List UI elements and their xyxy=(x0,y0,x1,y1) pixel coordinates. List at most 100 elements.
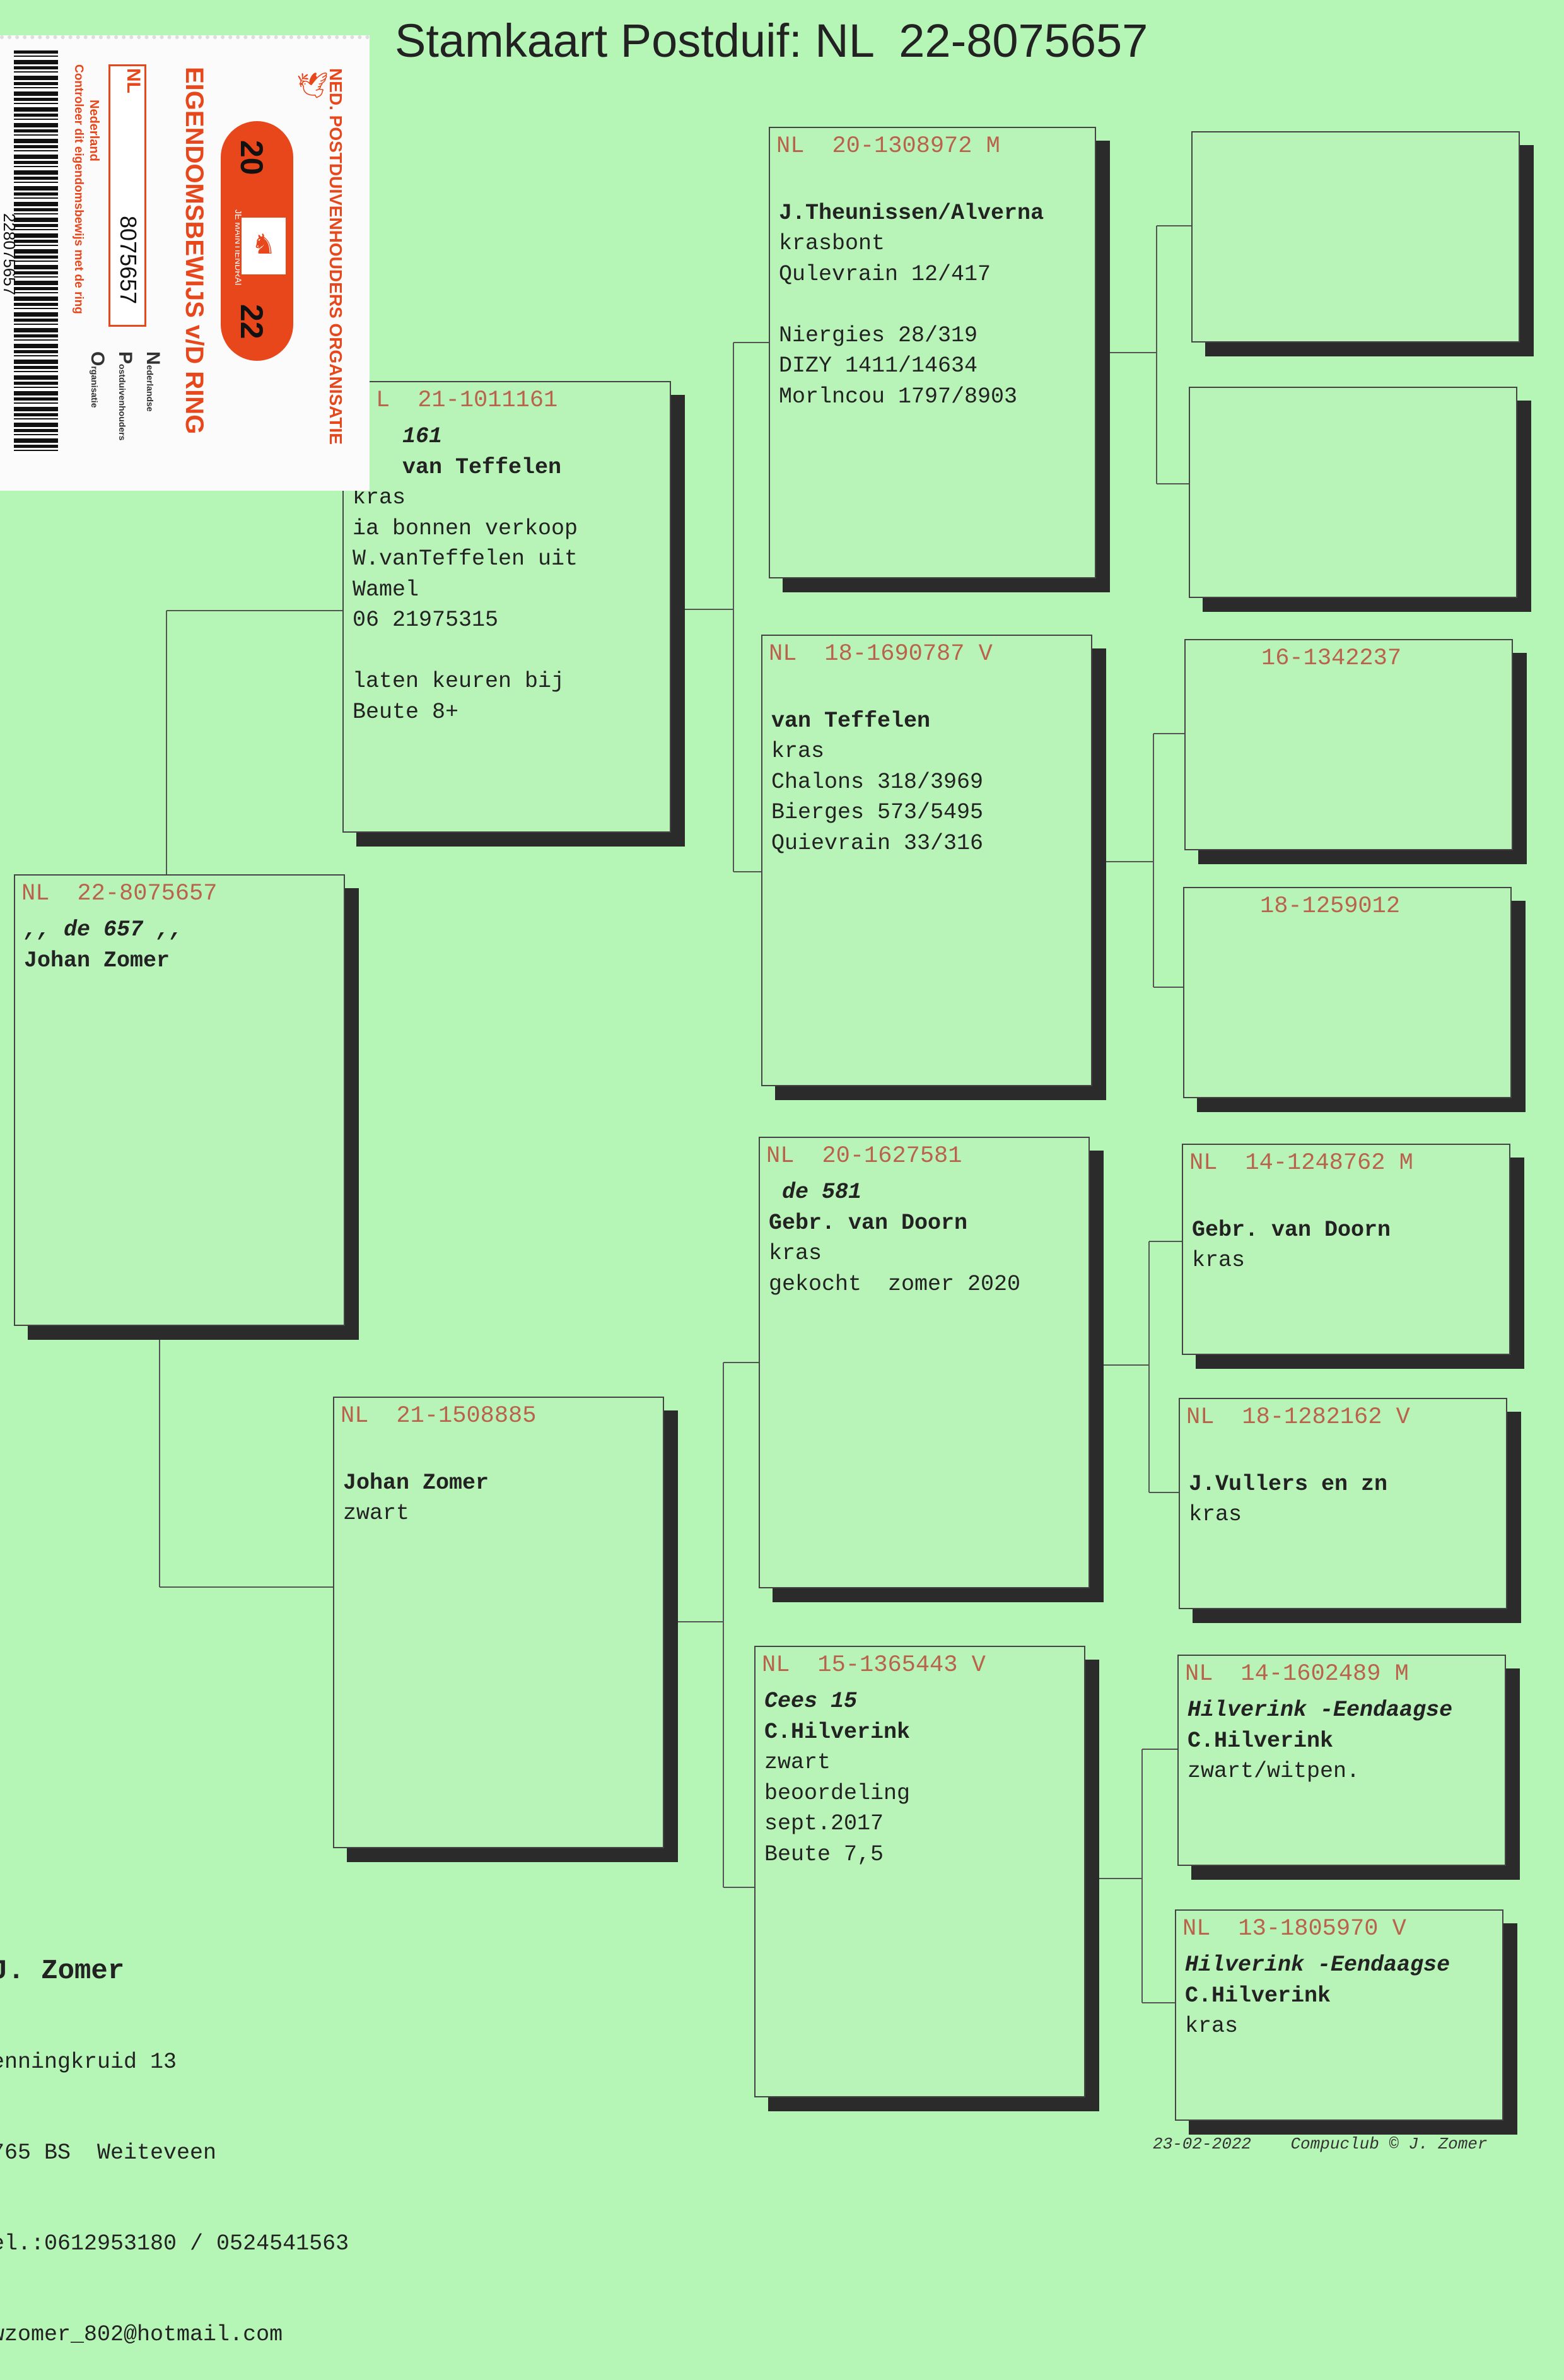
barcode xyxy=(14,50,58,454)
certificate-title: EIGENDOMSBEWIJS v/D RING xyxy=(180,67,208,435)
ring-number: 21-1011161 xyxy=(417,387,558,414)
country-code: L xyxy=(376,387,390,414)
detail-line: kras xyxy=(769,1241,822,1266)
ring-number: 14-1248762 M xyxy=(1245,1150,1413,1176)
detail-line: kras xyxy=(1192,1248,1246,1273)
ring-number: 8075657 xyxy=(115,216,141,305)
ring-number: 18-1259012 xyxy=(1260,893,1401,920)
detail-line: sept.2017 xyxy=(764,1811,884,1836)
country-code: NL xyxy=(1186,1404,1215,1431)
npo-logo: Nederlandse Postduivenhouders Organisati… xyxy=(87,351,163,441)
detail-line xyxy=(779,290,1044,320)
owner-name: J. Zomer xyxy=(0,1955,125,1987)
owner-email: wzomer_802@hotmail.com xyxy=(0,2322,283,2347)
pigeon-card-sss[interactable] xyxy=(1191,131,1520,343)
pigeon-details: J.Vullers en zn kras xyxy=(1189,1438,1387,1530)
detail-line xyxy=(353,636,578,667)
detail-line: Johan Zomer xyxy=(24,947,170,973)
country-code: NL xyxy=(341,1403,369,1429)
ring-number: 18-1690787 V xyxy=(824,641,993,667)
print-date: 23-02-2022 xyxy=(1153,2135,1252,2154)
detail-line: C.Hilverink xyxy=(764,1719,911,1745)
owner-street: enningkruid 13 xyxy=(0,2049,177,2075)
detail-line xyxy=(1192,1184,1391,1215)
ring-header: NL 15-1365443 V xyxy=(762,1652,986,1679)
detail-line: J.Vullers en zn xyxy=(1189,1471,1388,1497)
detail-line: zwart/witpen. xyxy=(1188,1759,1360,1784)
check-text: Controleer dit eigendomsbewijs met de ri… xyxy=(72,64,85,314)
owner-address: J. Zomer enningkruid 13 765 BS Weiteveen… xyxy=(0,1896,349,2380)
country-code: NL xyxy=(21,881,50,907)
detail-line: ia bonnen verkoop xyxy=(353,515,578,541)
detail-line: DIZY 1411/14634 xyxy=(779,353,978,378)
year-start: 20 xyxy=(234,140,269,175)
detail-line xyxy=(1189,1438,1387,1469)
detail-line: Bierges 573/5495 xyxy=(771,800,984,825)
detail-line: W.vanTeffelen uit xyxy=(353,546,578,572)
ring-field xyxy=(108,64,146,327)
detail-line: Qulevrain 12/417 xyxy=(779,261,991,287)
detail-line: J.Theunissen/Alverna xyxy=(779,200,1044,226)
ring-header xyxy=(1196,393,1266,419)
barcode-number: 228075657 xyxy=(0,213,19,296)
organisation-name: NED. POSTDUIVENHOUDERS ORGANISATIE xyxy=(326,68,346,445)
detail-line xyxy=(779,167,1044,198)
year-end: 22 xyxy=(234,304,269,339)
detail-line: laten keuren bij xyxy=(353,669,565,694)
detail-line: gekocht zomer 2020 xyxy=(769,1271,1021,1297)
detail-line: zwart xyxy=(764,1750,831,1775)
pigeon-card-ssd[interactable] xyxy=(1189,387,1517,598)
detail-line: kras xyxy=(771,739,825,764)
footer: 23-02-2022 Compuclub © J. Zomer xyxy=(1153,2135,1488,2154)
detail-line: Johan Zomer xyxy=(343,1470,489,1496)
ring-number: 15-1365443 V xyxy=(817,1652,986,1679)
detail-line: krasbont xyxy=(779,231,885,256)
country-code: NL xyxy=(762,1652,790,1679)
detail-line: Cees 15 xyxy=(764,1689,858,1714)
detail-line xyxy=(343,1437,489,1468)
detail-line: Beute 7,5 xyxy=(764,1841,884,1867)
detail-line: Hilverink -Eendaagse xyxy=(1188,1697,1453,1723)
pigeon-card-sds[interactable]: 16-1342237 xyxy=(1184,639,1513,850)
lion-crest-icon: ♞ xyxy=(240,216,288,276)
ring-number: 20-1627581 xyxy=(822,1143,962,1169)
owner-phone: el.:0612953180 / 0524541563 xyxy=(0,2231,349,2256)
page-title: Stamkaart Postduif: NL 22-8075657 xyxy=(395,15,1148,67)
ring-header: L 21-1011161 xyxy=(376,387,557,414)
ring-header xyxy=(1199,138,1268,164)
ownership-certificate-sticker: 228075657 Controleer dit eigendomsbewijs… xyxy=(0,35,370,491)
detail-line: 06 21975315 xyxy=(353,607,499,633)
country: Nederland xyxy=(87,100,101,161)
ring-header: 16-1342237 xyxy=(1192,645,1401,672)
pigeon-card-sdd[interactable]: 18-1259012 xyxy=(1183,887,1512,1098)
detail-line: C.Hilverink xyxy=(1185,1983,1331,2008)
detail-line: kras xyxy=(1189,1502,1242,1527)
detail-line: Morlncou 1797/8903 xyxy=(779,384,1018,409)
detail-line: Beute 8+ xyxy=(353,699,459,725)
detail-line: zwart xyxy=(343,1501,410,1526)
software-credit: Compuclub © J. Zomer xyxy=(1290,2135,1488,2154)
